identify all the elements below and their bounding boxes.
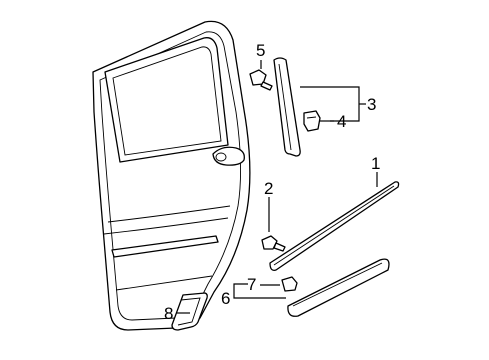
part-5-clip — [249, 69, 273, 91]
part-1-belt-moulding — [269, 181, 400, 271]
callout-6: 6 — [221, 289, 230, 308]
leader-lines — [176, 60, 378, 314]
part-4-bracket — [303, 110, 321, 132]
callout-5: 5 — [256, 41, 265, 60]
part-6-lower-moulding — [287, 258, 390, 317]
callout-4: 4 — [337, 112, 346, 131]
callout-8: 8 — [164, 304, 173, 323]
rear-door — [92, 20, 251, 331]
callout-labels: 1 2 3 4 5 6 7 8 — [164, 41, 380, 323]
part-7-clip — [281, 276, 298, 292]
callout-2: 2 — [264, 179, 273, 198]
callout-3: 3 — [367, 95, 376, 114]
part-8-guard — [171, 292, 208, 331]
part-2-clip — [261, 235, 286, 252]
callout-1: 1 — [371, 154, 380, 173]
part-3-pillar-applique — [273, 57, 301, 157]
callout-7: 7 — [247, 275, 256, 294]
